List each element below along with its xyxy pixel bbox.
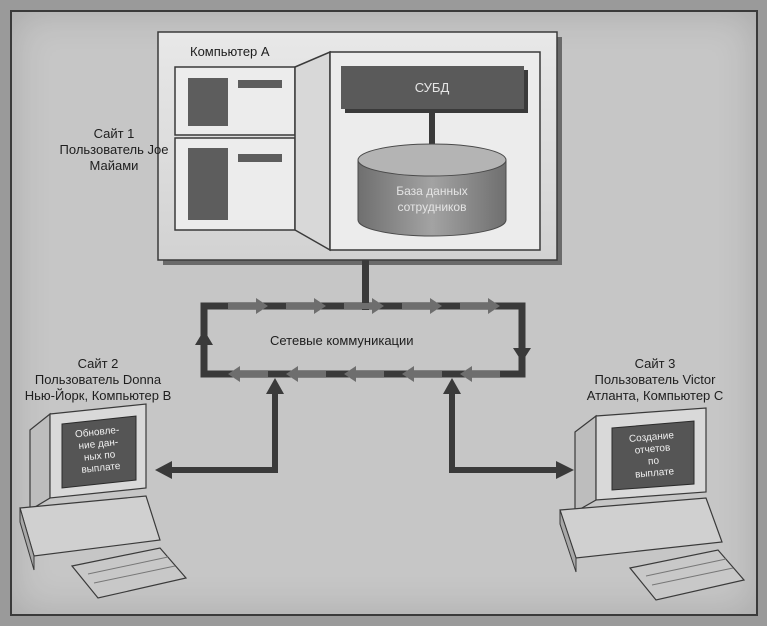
computer-c: Создание отчетов по выплате [559,407,746,601]
site3-name: Сайт 3 [634,356,676,371]
bottom-arrow-4 [286,366,326,382]
top-arrow-3 [344,298,384,314]
zoom-connector [294,50,331,252]
site2-name: Сайт 2 [77,356,119,371]
computer-b-case [19,495,161,557]
bottom-arrow-2 [402,366,442,382]
computer-a-title: Компьютер А [190,44,270,59]
window-top-block [188,78,228,126]
dbms-label: СУБД [415,80,450,95]
site2-label: Сайт 2 Пользователь Donna Нью-Йорк, Комп… [8,356,188,404]
computer-b-case-front [19,507,35,571]
window-bottom-bar [238,154,282,162]
top-arrow-5 [460,298,500,314]
left-up-arrowhead [195,330,213,345]
bottom-arrow-3 [344,366,384,382]
computer-c-screen [611,420,695,491]
monitor-c-line1: Создание [629,430,675,445]
computer-c-monitor-side [574,414,597,514]
computer-b: Обновле- ние дан- ных по выплате [19,403,188,599]
link-computer-c [443,378,574,479]
monitor-c-line3: по [648,455,660,467]
site1-label: Сайт 1 Пользователь Joe Майами [52,126,176,174]
computer-b-monitor-side [29,412,51,512]
dbms-block [341,66,524,109]
site3-city: Атланта, Компьютер C [586,388,724,403]
site1-user: Пользователь Joe [59,142,169,157]
database-label-line1: База данных [396,184,467,198]
top-arrow-1 [228,298,268,314]
computer-b-keyboard [70,547,188,599]
computer-a-network-link [362,260,369,310]
site2-city: Нью-Йорк, Компьютер B [24,388,172,403]
bottom-arrow-1 [460,366,500,382]
site2-user: Пользователь Donna [34,372,162,387]
computer-c-case-front [559,509,577,573]
window-bottom-block [188,148,228,220]
monitor-b-line4: выплате [81,461,121,476]
site3-user: Пользователь Victor [594,372,716,387]
database-cylinder-body [357,159,507,237]
computer-a-node: СУБД База данных сотрудников [157,31,562,265]
database-label-line2: сотрудников [398,200,467,214]
monitor-b-line3: ных по [83,449,116,463]
link-computer-b [155,378,284,479]
site3-label: Сайт 3 Пользователь Victor Атланта, Комп… [560,356,750,404]
network-label: Сетевые коммуникации [270,333,414,348]
computer-c-keyboard [628,549,746,601]
monitor-b-line1: Обновле- [74,424,119,441]
monitor-c-line2: отчетов [634,442,671,456]
computer-b-screen [61,415,137,489]
site1-name: Сайт 1 [93,126,135,141]
bottom-arrow-5 [228,366,268,382]
window-top-bar [238,80,282,88]
top-arrow-2 [286,298,326,314]
top-arrow-4 [402,298,442,314]
monitor-c-line4: выплате [635,466,675,480]
dbms-db-connector [429,109,435,157]
site1-city: Майами [89,158,139,173]
database-cylinder-top [357,143,507,177]
right-down-arrowhead [513,348,531,362]
monitor-b-line2: ние дан- [78,437,119,452]
network-loop [195,298,531,382]
